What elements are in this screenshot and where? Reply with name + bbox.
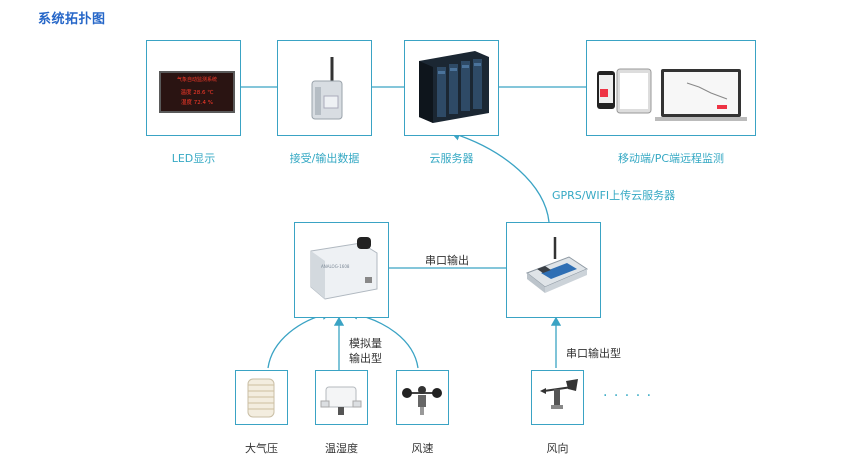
- cloud-server-label: 云服务器: [429, 152, 474, 165]
- page-title: 系统拓扑图: [38, 12, 106, 27]
- monitor-node: [586, 40, 756, 136]
- receiver-node: [277, 40, 372, 136]
- edge-pressure-collector: [267, 309, 332, 369]
- collector-device-text: ANALOG-1608: [321, 264, 350, 269]
- serial-out-edge-label: 串口输出: [425, 254, 469, 267]
- led-screen: 气象自动监测系统 温度 28.6 ℃ 湿度 72.4 %: [159, 71, 235, 113]
- more-sensors-ellipsis: · · · · ·: [603, 388, 653, 404]
- collector-device-icon: [310, 237, 378, 300]
- gateway-device-icon: [525, 237, 589, 293]
- humidity-sensor-icon: [320, 386, 362, 415]
- humidity-label: 温湿度: [325, 442, 358, 455]
- pressure-sensor-node: [235, 370, 288, 425]
- edge-gateway-cloud: [450, 130, 550, 223]
- led-screen-line2: 温度 28.6 ℃: [180, 90, 214, 96]
- windspeed-sensor-node: [396, 370, 449, 425]
- led-screen-line3: 湿度 72.4 %: [181, 100, 213, 106]
- receiver-device-icon: [311, 57, 343, 120]
- upload-edge-label: GPRS/WIFI上传云服务器: [552, 189, 676, 202]
- devices-icon: [597, 68, 747, 121]
- led-display-node: 气象自动监测系统 温度 28.6 ℃ 湿度 72.4 %: [146, 40, 241, 136]
- serial-type-edge-label: 串口输出型: [566, 347, 621, 360]
- server-rack-icon: [419, 51, 489, 123]
- analog-edge-label-2: 输出型: [349, 352, 382, 365]
- winddir-label: 风向: [546, 442, 569, 455]
- wind-vane-icon: [540, 379, 578, 409]
- monitor-label: 移动端/PC端远程监测: [617, 152, 725, 165]
- led-label: LED显示: [171, 152, 216, 165]
- analog-edge-label-1: 模拟量: [349, 337, 382, 350]
- louvered-shelter-icon: [247, 378, 275, 418]
- windspeed-label: 风速: [411, 442, 434, 455]
- receiver-label: 接受/输出数据: [289, 152, 360, 165]
- led-screen-line1: 气象自动监测系统: [176, 77, 217, 83]
- humidity-sensor-node: [315, 370, 368, 425]
- anemometer-icon: [402, 386, 442, 415]
- winddir-sensor-node: [531, 370, 584, 425]
- collector-node: ANALOG-1608: [294, 222, 389, 318]
- pressure-label: 大气压: [245, 442, 278, 455]
- gateway-node: [506, 222, 601, 318]
- cloud-server-node: [404, 40, 499, 136]
